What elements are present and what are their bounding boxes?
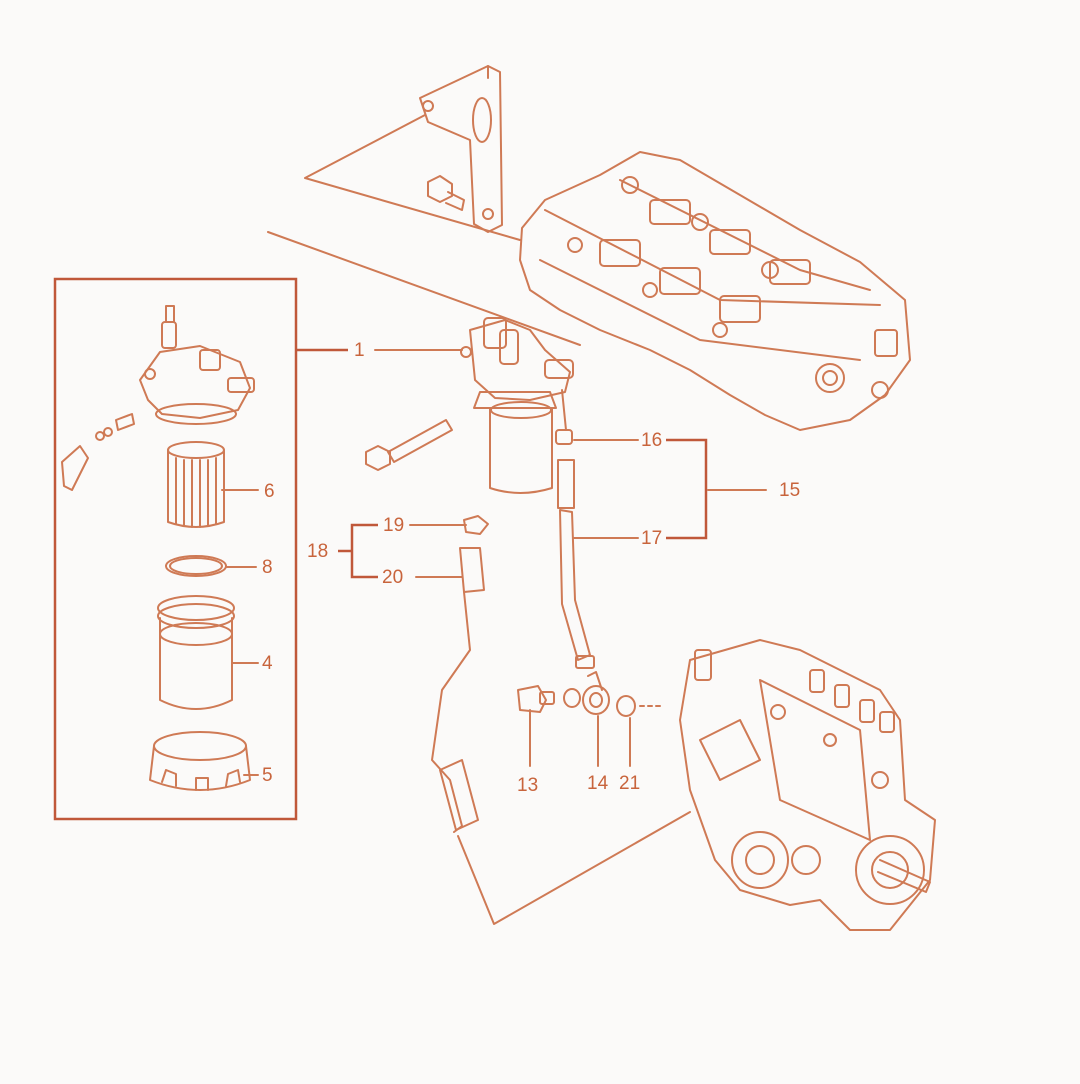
hose-sleeve [431,591,691,925]
engine-bracket [419,65,503,233]
banjo-fitting [582,671,610,715]
retaining-ring [149,731,251,791]
callout-13: 13 [517,775,539,796]
mounting-bolt [427,175,465,211]
callout-6: 6 [264,481,275,502]
filter-head [61,305,255,491]
kit-box [53,277,298,821]
callout-15: 15 [779,480,801,501]
callout-4: 4 [262,653,273,674]
callout-18: 18 [307,541,329,562]
callout-leaders [221,349,767,776]
gasket [563,688,581,708]
callout-8: 8 [262,557,273,578]
callout-1: 1 [354,340,365,361]
callout-16: 16 [641,430,663,451]
callout-5: 5 [262,765,273,786]
filter-element [167,441,225,528]
hose-clamp [459,515,489,593]
fuel-injection-pump [679,639,936,931]
callout-21: 21 [619,773,641,794]
filter-bowl [157,595,235,710]
item-18-bracket [350,523,378,579]
cylinder-head [519,151,911,431]
fuel-hose [555,389,595,669]
bracket-leader-lines [267,114,581,346]
washer [616,695,661,717]
plug-bolt [517,685,555,713]
callout-20: 20 [382,567,404,588]
callout-17: 17 [641,528,663,549]
callout-19: 19 [383,515,405,536]
fuel-filter-assembly [460,317,574,409]
o-ring [165,555,227,577]
item-15-bracket [666,438,708,540]
callout-14: 14 [587,773,609,794]
banjo-bolt [365,419,453,471]
fuel-filter-cup [489,401,553,494]
